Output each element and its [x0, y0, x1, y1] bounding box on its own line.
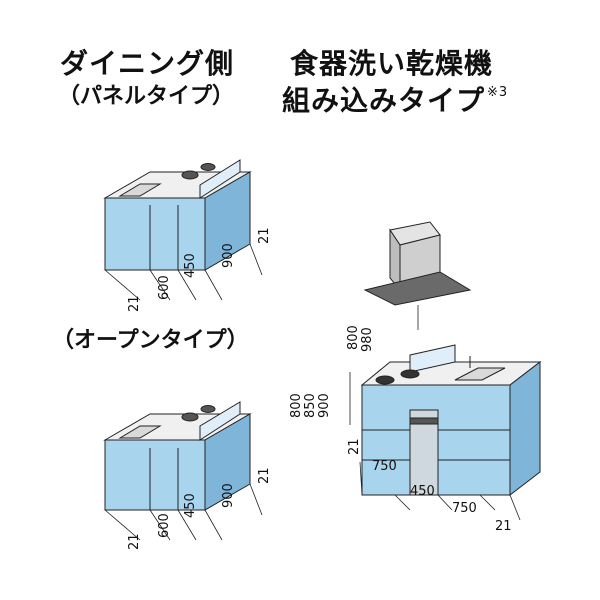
counter-height-850: 850: [303, 393, 318, 418]
panel-width-900: 900: [221, 243, 236, 268]
hood-height-800: 800: [346, 325, 361, 350]
panel-width-600: 600: [157, 275, 172, 300]
footnote-mark: ※3: [487, 85, 509, 100]
heading-panel-type: （パネルタイプ）: [58, 84, 235, 109]
open-width-600: 600: [157, 513, 172, 538]
panel-kitchen-dimension-lines: [104, 243, 263, 301]
panel-kitchen-illustration: [103, 159, 252, 271]
panel-width-450: 450: [183, 253, 198, 278]
open-width-21-right: 21: [257, 467, 272, 484]
hood-height-980: 980: [360, 327, 375, 352]
open-kitchen-illustration: [103, 401, 252, 511]
counter-height-900: 900: [317, 393, 332, 418]
panel-width-21-left: 21: [127, 295, 142, 312]
heading-dishwasher-line1: 食器洗い乾燥機: [290, 47, 494, 80]
dishwasher-kitchen-dimension-lines: [349, 305, 521, 521]
range-hood: [363, 221, 472, 306]
open-width-900: 900: [221, 483, 236, 508]
dishwasher-kitchen-illustration: [360, 344, 542, 497]
open-width-450: 450: [183, 493, 198, 518]
heading-dishwasher-type: 組み込みタイプ: [282, 84, 486, 117]
heading-open-type: （オープンタイプ）: [52, 328, 249, 353]
dish-width-21-right: 21: [495, 519, 512, 534]
dish-width-750-left: 750: [372, 459, 397, 474]
dish-width-450: 450: [410, 484, 435, 499]
heading-dishwasher-line2: 組み込みタイプ※3: [282, 86, 508, 115]
panel-width-21-right: 21: [257, 227, 272, 244]
dish-width-21-left: 21: [347, 438, 362, 455]
dish-width-750-right: 750: [452, 501, 477, 516]
heading-dining-side: ダイニング側: [60, 47, 235, 80]
open-kitchen-dimension-lines: [104, 483, 263, 541]
counter-height-800: 800: [289, 393, 304, 418]
open-width-21-left: 21: [127, 533, 142, 550]
